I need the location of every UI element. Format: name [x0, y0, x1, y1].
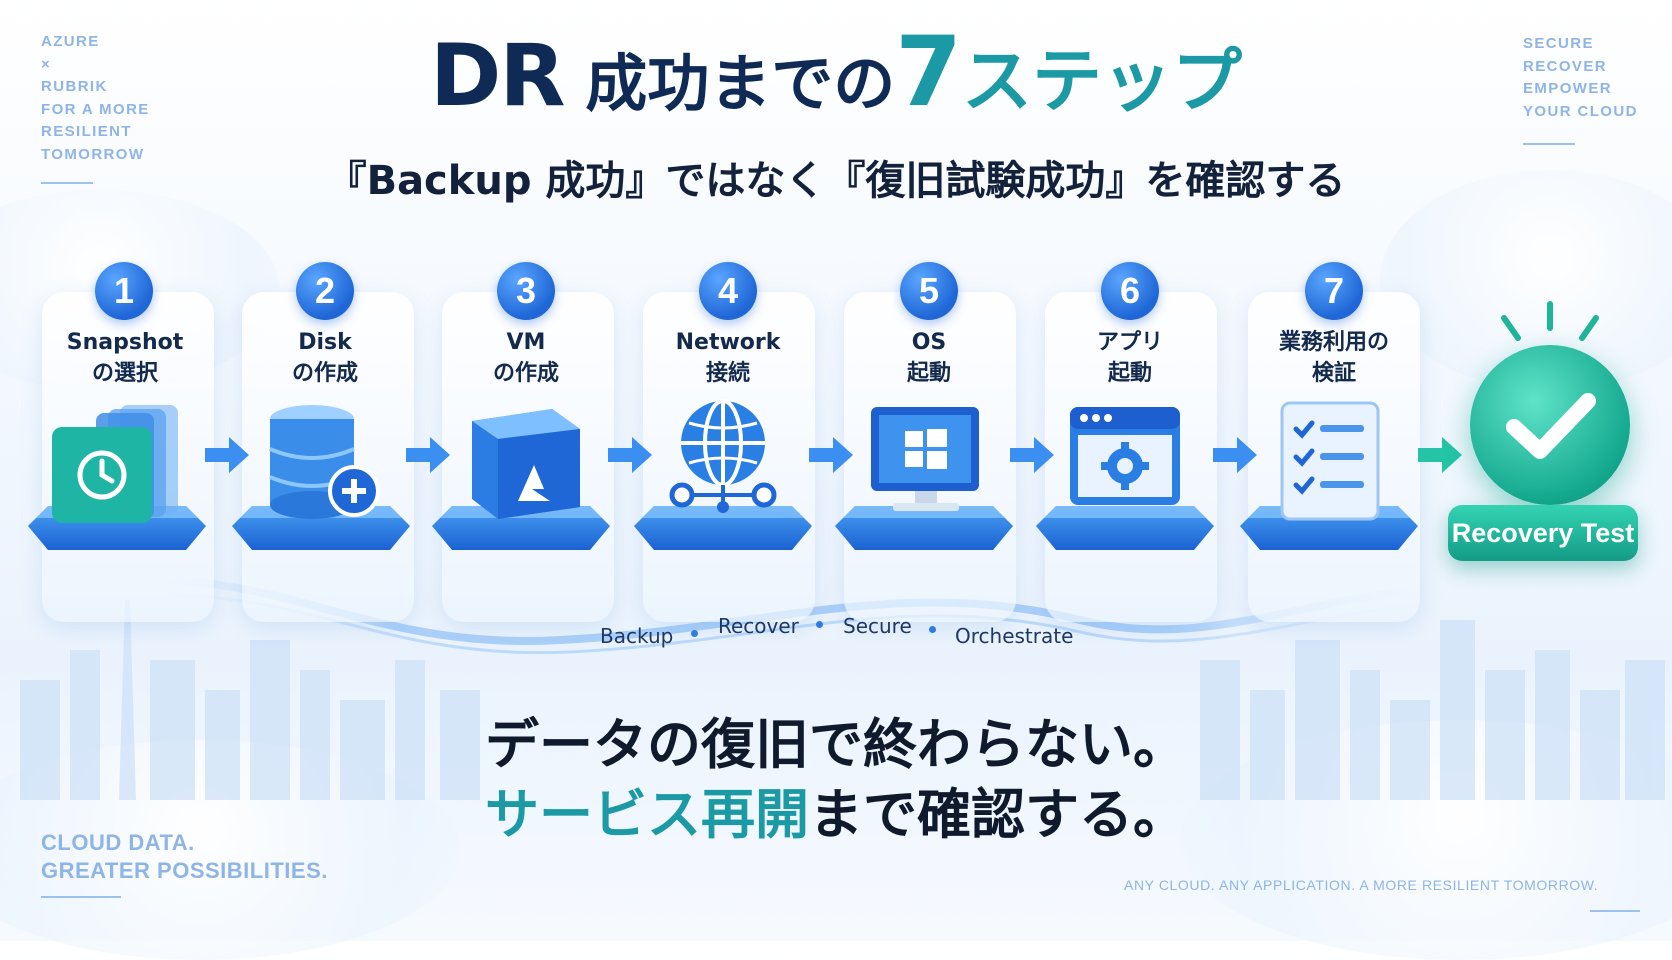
- arrow-right-icon: [406, 437, 450, 473]
- recovery-test-label: Recovery Test: [1448, 505, 1638, 561]
- separator-dot: [816, 621, 823, 628]
- title-seven: 7: [895, 16, 962, 128]
- page-subtitle: 『Backup 成功』ではなく『復旧試験成功』を確認する: [326, 158, 1346, 204]
- step-number-6: 6: [1101, 262, 1159, 320]
- corner-line: YOUR CLOUD: [1523, 102, 1638, 120]
- step-number-5: 5: [900, 262, 958, 320]
- title-mid: 成功までの: [563, 47, 896, 120]
- step-label-line: の作成: [291, 361, 358, 386]
- bottom-message-line1: データの復旧で終わらない。: [485, 713, 1187, 776]
- corner-line: EMPOWER: [1523, 80, 1612, 97]
- arrow-right-icon: [205, 437, 249, 473]
- corner-tagline-left: AZURE × RUBRIK FOR A MORE RESILIENT TOMO…: [41, 31, 150, 166]
- separator-dot: [929, 626, 936, 633]
- step-label-6: アプリ起動: [1035, 327, 1225, 389]
- corner-line: TOMORROW: [41, 145, 145, 163]
- step-label-line: 起動: [1107, 361, 1152, 386]
- flow-word-secure: Secure: [843, 614, 912, 638]
- step-label-line: Network: [675, 330, 781, 355]
- arrow-right-icon: [1010, 437, 1054, 473]
- step-number-3: 3: [497, 262, 555, 320]
- database-plus-icon: [269, 405, 380, 519]
- windows-monitor-icon: [871, 407, 979, 511]
- divider: [1523, 143, 1575, 145]
- arrow-right-icon: [809, 437, 853, 473]
- highlight-text: サービス再開: [485, 783, 809, 846]
- corner-line: RECOVER: [1523, 57, 1607, 75]
- arrow-right-icon: [608, 437, 652, 473]
- step-label-line: の選択: [91, 361, 158, 386]
- snapshot-icon: [52, 405, 178, 523]
- corner-tagline-right: SECURE RECOVER EMPOWER YOUR CLOUD: [1523, 33, 1638, 123]
- flow-word-recover: Recover: [718, 614, 799, 638]
- step-label-line: 検証: [1311, 361, 1356, 386]
- bottom-text: まで確認する。: [809, 783, 1187, 846]
- footer-line: GREATER POSSIBILITIES.: [41, 858, 328, 883]
- globe-network-icon: [669, 399, 777, 513]
- title-dr: DR: [430, 26, 566, 126]
- step-label-line: 接続: [705, 361, 750, 386]
- step-number-4: 4: [699, 262, 757, 320]
- corner-line: RESILIENT: [41, 123, 132, 140]
- platform-base: [1036, 506, 1214, 550]
- step-label-line: OS: [911, 330, 947, 355]
- step-label-line: アプリ: [1096, 330, 1163, 355]
- step-label-line: 業務利用の: [1278, 330, 1389, 355]
- step-label-line: Disk: [298, 330, 352, 355]
- footer-tagline-left: CLOUD DATA. GREATER POSSIBILITIES.: [41, 829, 328, 885]
- footer-tagline-right: ANY CLOUD. ANY APPLICATION. A MORE RESIL…: [1124, 877, 1599, 893]
- flow-word-backup: Backup: [600, 624, 674, 648]
- step-number-2: 2: [296, 262, 354, 320]
- corner-line: FOR A MORE: [41, 100, 150, 118]
- step-label-7: 業務利用の検証: [1239, 327, 1429, 389]
- checklist-icon: [1280, 401, 1380, 521]
- step-label-4: Network 接続: [633, 327, 823, 389]
- corner-line: SECURE: [1523, 35, 1594, 52]
- step-label-line: VM: [506, 330, 546, 355]
- flow-word-orchestrate: Orchestrate: [955, 624, 1074, 648]
- arrow-right-icon: [1418, 437, 1462, 473]
- step-label-line: の作成: [492, 361, 559, 386]
- sparkle-rays: [1501, 301, 1599, 341]
- page-title: DR 成功までの7ステップ: [0, 16, 1672, 128]
- step-number-7: 7: [1305, 262, 1363, 320]
- recovery-check-badge: [1470, 345, 1630, 505]
- corner-line: ×: [41, 55, 52, 73]
- separator-dot: [691, 630, 698, 637]
- azure-cube-icon: [472, 409, 580, 519]
- corner-line: AZURE: [41, 33, 100, 50]
- step-label-1: Snapshot の選択: [30, 327, 220, 389]
- arrow-right-icon: [1213, 437, 1257, 473]
- bottom-message-line2: サービス再開まで確認する。: [0, 770, 1672, 849]
- divider: [1590, 910, 1640, 912]
- step-label-5: OS 起動: [834, 327, 1024, 389]
- step-label-2: Disk の作成: [230, 327, 420, 389]
- divider: [41, 182, 93, 184]
- footer-line: CLOUD DATA.: [41, 830, 195, 855]
- corner-line: RUBRIK: [41, 78, 108, 95]
- divider: [41, 896, 121, 898]
- step-label-line: Snapshot: [66, 330, 184, 355]
- platform-base: [835, 506, 1013, 550]
- check-icon: [1506, 393, 1596, 459]
- step-label-line: 起動: [906, 361, 951, 386]
- step-number-1: 1: [95, 262, 153, 320]
- title-steps: ステップ: [962, 40, 1242, 122]
- step-label-3: VM の作成: [431, 327, 621, 389]
- city-skyline: [20, 600, 1665, 800]
- app-gear-icon: [1070, 407, 1180, 505]
